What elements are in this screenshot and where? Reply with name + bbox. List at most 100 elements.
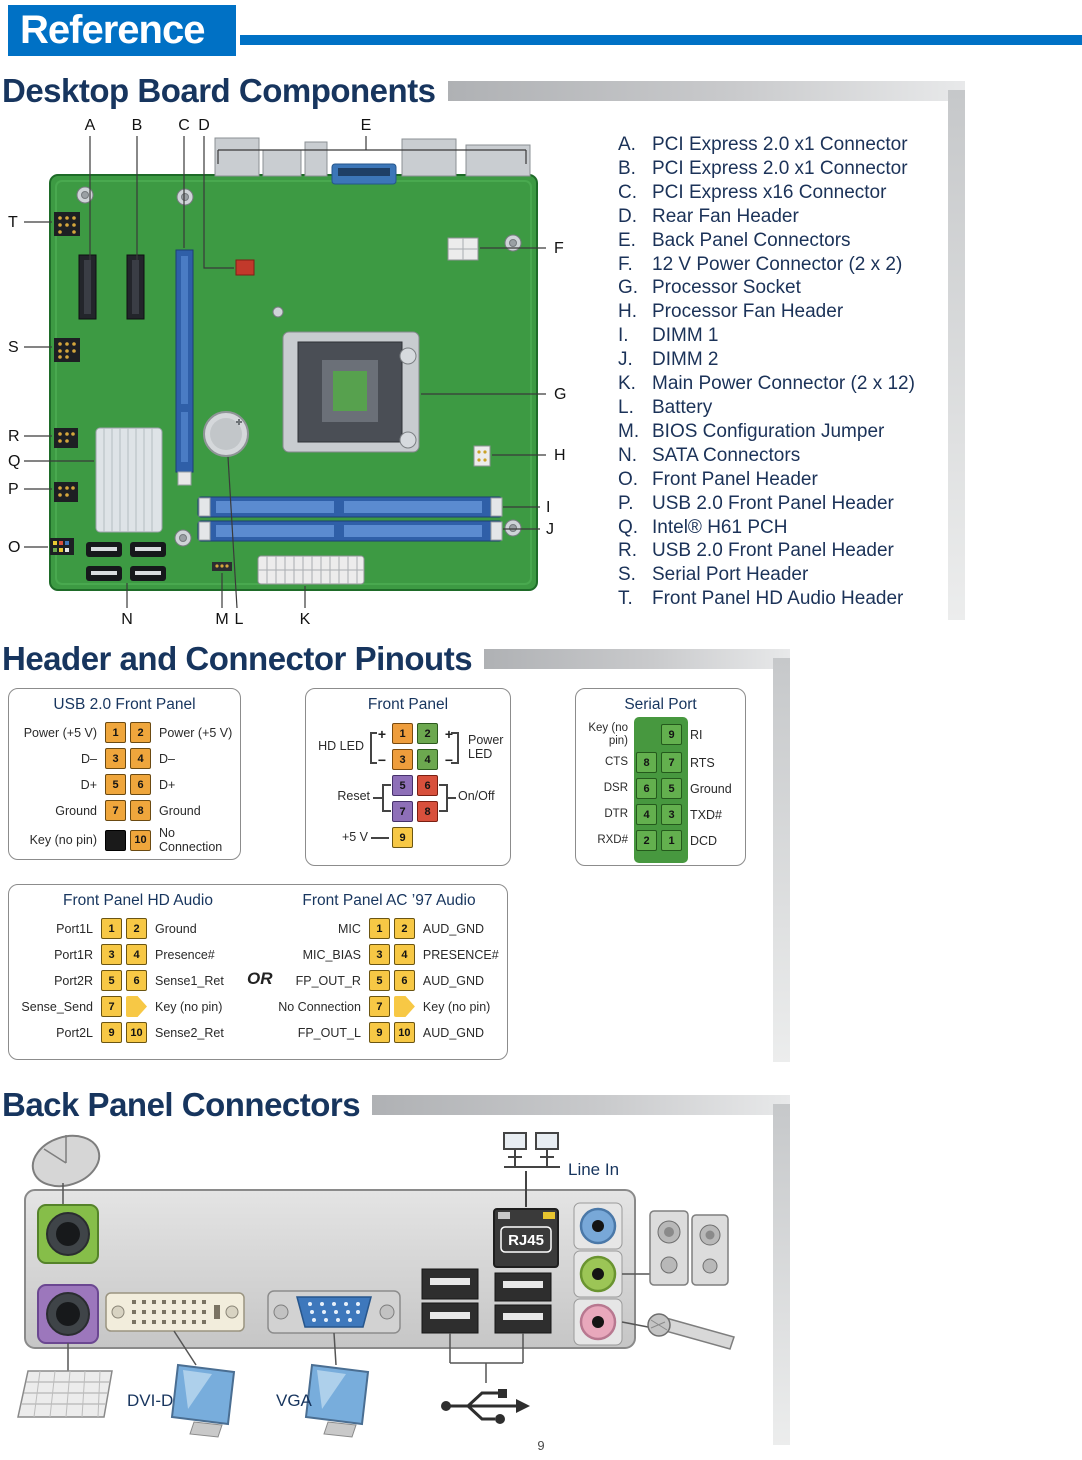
- minus-sign: −: [377, 752, 387, 768]
- pin: 6: [417, 775, 438, 796]
- line-in-label: Line In: [568, 1160, 619, 1179]
- label-P: P: [8, 481, 19, 498]
- pin-right-label: RI: [690, 727, 703, 742]
- power-led-label: Power LED: [468, 733, 504, 762]
- legend-item: L.Battery: [618, 396, 713, 418]
- pin-left-label: D+: [80, 777, 97, 792]
- pin-right-label: DCD: [690, 833, 718, 848]
- pin: 2: [126, 918, 147, 939]
- pin-right-label: Presence#: [155, 947, 215, 962]
- main-power-connector: [257, 555, 365, 585]
- reference-banner: Reference: [8, 5, 236, 56]
- pin: 3: [661, 804, 682, 826]
- pin-left-label: RXD#: [597, 834, 628, 847]
- pin-left-label: Ground: [55, 803, 97, 818]
- pin-left-label: Key (no pin): [588, 722, 628, 747]
- mounting-holes: [76, 186, 522, 547]
- heading-shadow-bar: [484, 649, 790, 669]
- pin: 1: [392, 723, 413, 744]
- legend-item: P.USB 2.0 Front Panel Header: [618, 492, 894, 514]
- key-pin: [126, 996, 147, 1017]
- legend-item: B.PCI Express 2.0 x1 Connector: [618, 157, 908, 179]
- on-off-label: On/Off: [458, 789, 495, 803]
- pin-right-label: PRESENCE#: [422, 947, 499, 962]
- pin: 6: [130, 774, 151, 795]
- section-heading-backpanel: Back Panel Connectors: [2, 1086, 790, 1124]
- pinouts-title: Header and Connector Pinouts: [2, 640, 473, 677]
- processor-socket: [282, 331, 420, 453]
- pin-left-label: No Connection: [278, 999, 361, 1014]
- label-N: N: [121, 611, 133, 628]
- front-panel-header: [50, 538, 74, 555]
- line-in-jack: [573, 1202, 623, 1250]
- pin: 1: [101, 918, 122, 939]
- pin-left-label: MIC_BIAS: [302, 947, 361, 962]
- pin-left-label: Port2L: [56, 1025, 93, 1040]
- pin-left-label: MIC: [338, 921, 361, 936]
- bracket: [382, 810, 391, 812]
- pinout-title: Front Panel: [367, 696, 449, 713]
- pin-left-label: Key (no pin): [29, 833, 97, 847]
- network-icon: [503, 1132, 560, 1207]
- pin: 7: [392, 801, 413, 822]
- pin-right-label: Key (no pin): [155, 999, 223, 1014]
- bracket: [451, 762, 458, 764]
- pin-right-label: TXD#: [690, 807, 722, 822]
- pin: 4: [393, 944, 415, 965]
- pcie-x16-slot: [175, 249, 194, 486]
- pin-right-label: AUD_GND: [422, 973, 485, 988]
- pin: 2: [636, 830, 657, 852]
- pinout-title: USB 2.0 Front Panel: [53, 696, 196, 713]
- ps2-keyboard-port: [37, 1284, 99, 1371]
- banner-rule: [240, 35, 1082, 45]
- label-Q: Q: [8, 453, 20, 470]
- bracket: [370, 732, 377, 734]
- speakers-icon: [649, 1210, 729, 1286]
- pin: 3: [101, 944, 122, 965]
- bracket: [371, 837, 389, 839]
- pin-left-label: CTS: [605, 756, 628, 769]
- pin: 2: [130, 722, 151, 743]
- pinout-title: Front Panel HD Audio: [63, 892, 213, 909]
- serial-port-header: [54, 338, 80, 362]
- pch-heatsink: [95, 427, 163, 533]
- plus-sign: +: [377, 726, 387, 742]
- side-band: [948, 90, 965, 620]
- label-H: H: [554, 447, 566, 464]
- rj45-label: RJ45: [508, 1232, 544, 1249]
- label-S: S: [8, 339, 19, 356]
- pin: 3: [105, 748, 126, 769]
- pin-left-label: Sense_Send: [21, 999, 93, 1014]
- pin: 8: [130, 800, 151, 821]
- pin-right-label: Sense1_Ret: [155, 973, 224, 988]
- minus-sign: −: [444, 752, 454, 768]
- label-M: M: [215, 611, 228, 628]
- usb-symbol-icon: [441, 1389, 530, 1424]
- board-labels: A B C D E F G H I J K L M N O P Q R S T: [8, 117, 566, 628]
- pin-left-label: Power (+5 V): [23, 725, 97, 740]
- legend-item: O.Front Panel Header: [618, 468, 818, 490]
- keyboard-icon: [17, 1370, 113, 1418]
- pin: 6: [393, 970, 415, 991]
- bios-jumper: [212, 562, 232, 571]
- legend-item: A.PCI Express 2.0 x1 Connector: [618, 134, 908, 155]
- pin-right-label: Power (+5 V): [159, 725, 233, 740]
- pin: 2: [393, 918, 415, 939]
- power-12v-connector: [447, 237, 479, 261]
- dimm-slots: [197, 496, 503, 542]
- key-pin: [105, 829, 126, 851]
- or-label: OR: [247, 969, 273, 988]
- bracket: [373, 797, 382, 799]
- pin: 5: [101, 970, 122, 991]
- legend-item: I.DIMM 1: [618, 325, 719, 347]
